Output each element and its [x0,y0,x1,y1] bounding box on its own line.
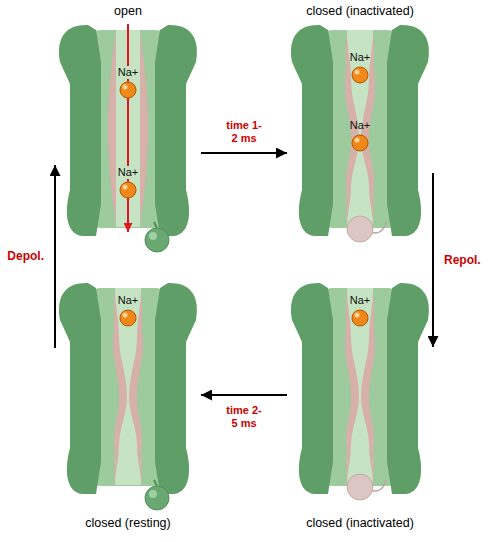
channel-state: openNa+ Na+ [55,0,201,250]
outer-subunit [59,283,101,494]
channel-state: closed (inactivated) Na+ [287,278,433,540]
state-title: closed (inactivated) [306,516,414,530]
channel-pore [347,30,373,227]
sodium-ion [352,310,368,326]
outer-subunit [59,25,101,236]
channel-body [92,288,164,486]
outer-subunit [155,25,197,236]
inactivation-ball [145,486,169,510]
channel-illustration [287,278,433,540]
ion-label: Na+ [117,294,140,307]
ball-highlight [149,490,157,498]
ion-highlight [355,313,360,318]
ion-label: Na+ [349,51,372,64]
sodium-ion [120,310,136,326]
transition-arrow [201,394,287,396]
transition-arrow [201,152,287,154]
ion-highlight [355,70,360,75]
transition-label: Repol. [443,254,482,267]
inactivation-ball [145,228,169,252]
sodium-ion [352,67,368,83]
ion-label: Na+ [117,166,140,179]
ion-label: Na+ [349,119,372,132]
ball-tether [154,222,157,228]
state-title: open [114,4,142,18]
inactivation-ball [347,216,373,242]
outer-subunit [155,283,197,494]
ion-highlight [355,138,360,143]
channel-body [324,30,396,228]
ball-highlight [149,232,157,240]
ion-label: Na+ [117,66,140,79]
gate-region [345,288,375,485]
ion-highlight [123,313,128,318]
ion-highlight [123,185,128,190]
inactivation-ball [347,474,373,500]
channel-pore [115,288,141,485]
transition-label: time 2-5 ms [223,404,265,430]
gate-region [345,30,375,227]
outer-subunit [387,25,429,236]
channel-illustration [55,0,201,250]
channel-body [324,288,396,486]
transition-arrow [432,173,434,347]
transition-arrow [54,165,56,348]
channel-state: closed (resting) Na+ [55,278,201,540]
sodium-ion [120,182,136,198]
gate-region [113,288,143,485]
state-title: closed (resting) [85,516,170,530]
transition-label: time 1-2 ms [223,119,265,145]
transition-label: Depol. [6,250,45,263]
channel-pore [347,288,373,485]
ion-highlight [123,85,128,90]
channel-state: closed (inactivated) Na+ Na+ [287,0,433,250]
outer-subunit [291,25,333,236]
outer-subunit [291,283,333,494]
outer-subunit [387,283,429,494]
ball-tether [154,480,157,486]
channel-illustration [55,278,201,540]
ion-label: Na+ [349,294,372,307]
sodium-ion [120,82,136,98]
ion-flow-arrow [127,24,129,232]
state-title: closed (inactivated) [306,4,414,18]
sodium-ion [352,135,368,151]
